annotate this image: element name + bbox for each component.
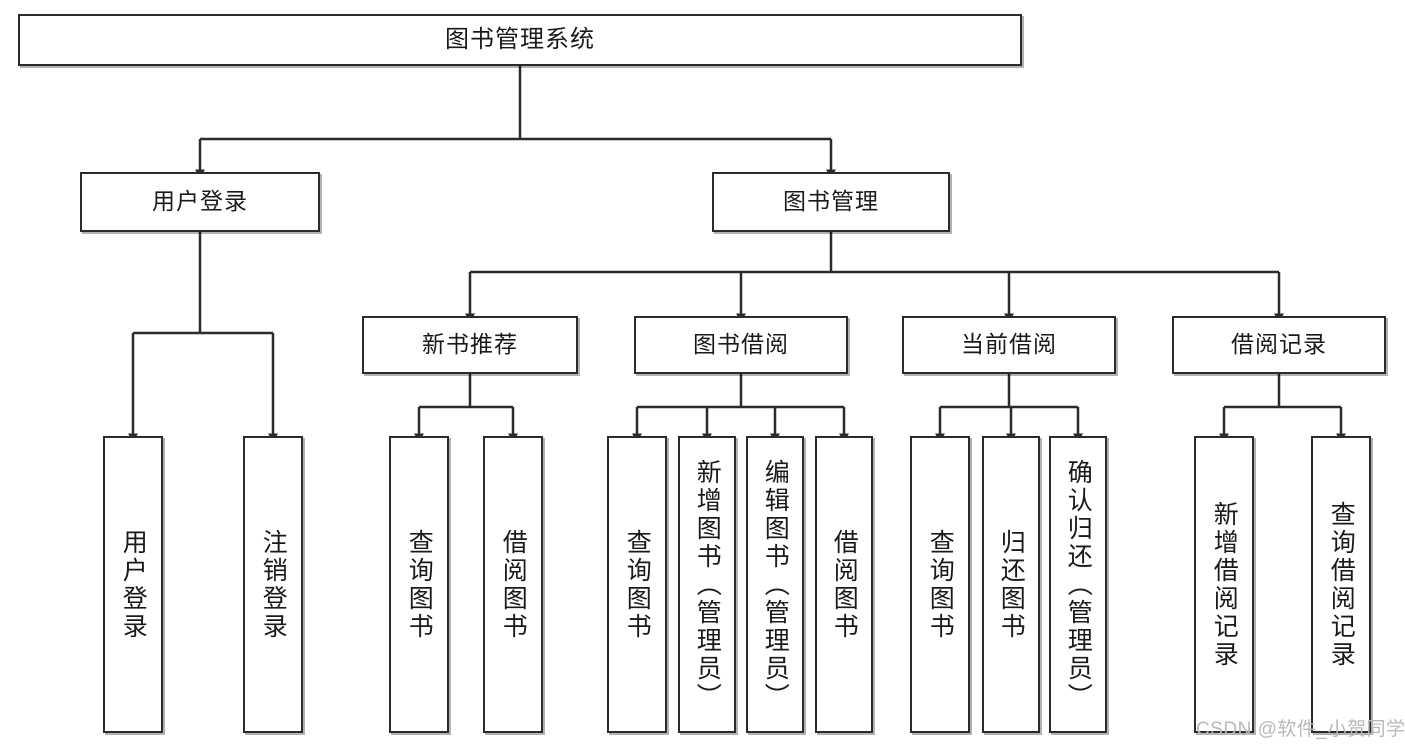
node-label: 借阅记录 — [1231, 331, 1327, 358]
node-leaf-query-book-3[interactable]: 查询图书 — [910, 436, 970, 733]
node-leaf-return-book[interactable]: 归还图书 — [982, 436, 1040, 733]
node-label: 用户登录 — [152, 188, 248, 215]
node-label: 编辑图书（管理员） — [761, 458, 790, 711]
node-label: 图书借阅 — [693, 331, 789, 358]
node-label: 借阅图书 — [499, 528, 528, 641]
node-label: 新增借阅记录 — [1210, 500, 1239, 669]
node-borrow-record[interactable]: 借阅记录 — [1172, 316, 1386, 374]
node-label: 借阅图书 — [830, 528, 859, 641]
node-user-login[interactable]: 用户登录 — [80, 172, 320, 232]
node-book-borrow[interactable]: 图书借阅 — [634, 316, 848, 374]
node-leaf-add-book[interactable]: 新增图书（管理员） — [678, 436, 736, 733]
node-leaf-query-book-2[interactable]: 查询图书 — [607, 436, 667, 733]
node-label: 当前借阅 — [961, 331, 1057, 358]
node-label: 查询图书 — [926, 528, 955, 641]
node-label: 查询图书 — [623, 528, 652, 641]
node-leaf-edit-book[interactable]: 编辑图书（管理员） — [746, 436, 804, 733]
csdn-watermark: CSDN @软件_小贺同学 — [1196, 719, 1405, 740]
node-new-book-rec[interactable]: 新书推荐 — [362, 316, 578, 374]
node-leaf-query-book-1[interactable]: 查询图书 — [389, 436, 449, 733]
node-label: 注销登录 — [259, 528, 288, 641]
node-label: 图书管理 — [783, 188, 879, 215]
node-label: 新增图书（管理员） — [693, 458, 722, 711]
node-leaf-confirm-return[interactable]: 确认归还（管理员） — [1049, 436, 1107, 733]
node-book-manage[interactable]: 图书管理 — [712, 172, 950, 232]
node-label: 用户登录 — [119, 528, 148, 641]
node-leaf-logout[interactable]: 注销登录 — [243, 436, 303, 733]
node-root[interactable]: 图书管理系统 — [18, 14, 1022, 66]
node-label: 新书推荐 — [422, 331, 518, 358]
node-leaf-query-record[interactable]: 查询借阅记录 — [1311, 436, 1371, 733]
edge-layer — [128, 66, 1346, 443]
node-leaf-borrow-book-2[interactable]: 借阅图书 — [815, 436, 873, 733]
node-leaf-user-login[interactable]: 用户登录 — [103, 436, 163, 733]
node-label: 确认归还（管理员） — [1064, 458, 1093, 711]
node-label: 图书管理系统 — [445, 25, 595, 53]
node-label: 归还图书 — [997, 528, 1026, 641]
node-label: 查询图书 — [405, 528, 434, 641]
node-current-borrow[interactable]: 当前借阅 — [902, 316, 1116, 374]
node-leaf-add-record[interactable]: 新增借阅记录 — [1194, 436, 1254, 733]
node-label: 查询借阅记录 — [1327, 500, 1356, 669]
node-leaf-borrow-book-1[interactable]: 借阅图书 — [483, 436, 543, 733]
